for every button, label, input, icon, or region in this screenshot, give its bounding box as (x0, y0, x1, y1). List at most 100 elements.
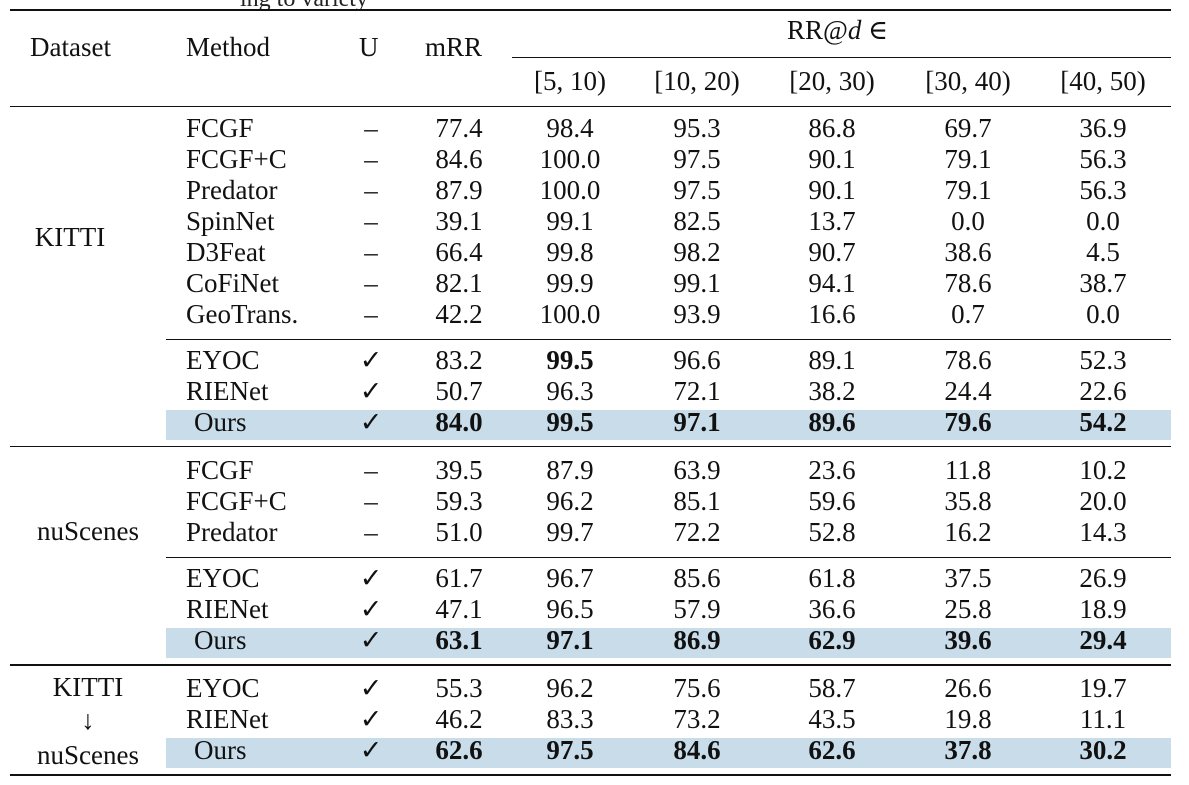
dataset-arrow: ↓ (81, 705, 95, 735)
highlight-row (166, 410, 1171, 440)
mrr-cell: 51.0 (435, 517, 483, 547)
rr-cell: 26.6 (944, 673, 992, 703)
rr-cell: 16.2 (944, 517, 992, 547)
header-range: [5, 10) (534, 66, 606, 96)
rr-cell: 30.2 (1079, 735, 1127, 765)
rr-cell: 58.7 (808, 673, 856, 703)
rr-cell: 90.1 (808, 175, 856, 205)
rr-cell: 98.2 (673, 237, 721, 267)
method-cell: Predator (186, 517, 278, 547)
rr-cell: 0.7 (951, 299, 985, 329)
method-cell: RIENet (186, 704, 269, 734)
rr-cell: 4.5 (1086, 237, 1120, 267)
u-cell: – (364, 299, 378, 329)
rr-cell: 97.5 (673, 175, 721, 205)
u-cell: – (364, 486, 378, 516)
mrr-cell: 39.5 (435, 455, 483, 485)
rr-cell: 100.0 (539, 144, 601, 174)
rr-cell: 20.0 (1079, 486, 1127, 516)
rr-cell: 89.1 (808, 345, 856, 375)
rr-cell: 36.9 (1079, 113, 1127, 143)
rr-cell: 62.9 (808, 625, 856, 655)
rr-cell: 16.6 (808, 299, 856, 329)
bottom-rule (10, 774, 1171, 776)
rr-cell: 97.5 (673, 144, 721, 174)
mrr-cell: 84.0 (435, 407, 483, 437)
rr-cell: 90.1 (808, 144, 856, 174)
rr-cell: 99.1 (673, 268, 721, 298)
rr-cell: 86.9 (673, 625, 721, 655)
header-mrr: mRR (425, 32, 483, 62)
rr-cell: 61.8 (808, 563, 856, 593)
u-cell: ✓ (359, 673, 383, 703)
rr-cell: 96.7 (546, 563, 594, 593)
header-dataset: Dataset (30, 32, 111, 62)
rr-cell: 85.6 (673, 563, 721, 593)
rr-cell: 99.9 (546, 268, 594, 298)
rr-cell: 13.7 (808, 206, 856, 236)
rr-cell: 96.5 (546, 594, 594, 624)
rr-cell: 96.6 (673, 345, 721, 375)
rr-cell: 22.6 (1079, 376, 1127, 406)
rr-cell: 14.3 (1079, 517, 1127, 547)
rr-cell: 52.8 (808, 517, 856, 547)
mrr-cell: 59.3 (435, 486, 483, 516)
method-cell: EYOC (186, 345, 260, 375)
method-cell: GeoTrans. (186, 299, 299, 329)
rr-cell: 23.6 (808, 455, 856, 485)
highlight-row (166, 738, 1171, 768)
rr-suffix: ∈ (861, 15, 889, 45)
rr-cell: 38.7 (1079, 268, 1127, 298)
method-cell: CoFiNet (186, 268, 280, 298)
mrr-cell: 46.2 (435, 704, 483, 734)
rr-cell: 99.7 (546, 517, 594, 547)
cross-domain-rule (10, 664, 1171, 666)
rr-cell: 38.2 (808, 376, 856, 406)
dataset-label-cross-top: KITTI (52, 672, 124, 702)
header-u: U (359, 32, 379, 62)
rr-cell: 97.1 (673, 407, 721, 437)
mrr-cell: 47.1 (435, 594, 483, 624)
highlight-row (166, 628, 1171, 658)
rr-cell: 72.1 (673, 376, 721, 406)
rr-cell: 97.5 (546, 735, 594, 765)
method-cell: Ours (194, 735, 247, 765)
rr-cell: 57.9 (673, 594, 721, 624)
mrr-cell: 61.7 (435, 563, 483, 593)
header-range: [10, 20) (654, 66, 740, 96)
header-method: Method (186, 32, 270, 62)
method-cell: SpinNet (186, 206, 275, 236)
rr-cell: 39.6 (944, 625, 992, 655)
rr-prefix: RR@ (787, 15, 848, 45)
rr-cell: 0.0 (951, 206, 985, 236)
rr-cell: 99.1 (546, 206, 594, 236)
method-cell: D3Feat (186, 237, 266, 267)
rr-cell: 43.5 (808, 704, 856, 734)
rr-cell: 11.1 (1079, 704, 1127, 734)
method-cell: FCGF+C (186, 486, 287, 516)
mrr-cell: 55.3 (435, 673, 483, 703)
rr-cell: 11.8 (944, 455, 992, 485)
rr-cell: 79.1 (944, 144, 992, 174)
u-cell: ✓ (359, 345, 383, 375)
mrr-cell: 87.9 (435, 175, 483, 205)
rr-cell: 25.8 (944, 594, 992, 624)
mrr-cell: 77.4 (435, 113, 483, 143)
method-cell: FCGF (186, 455, 254, 485)
rr-cell: 93.9 (673, 299, 721, 329)
rr-cell: 89.6 (808, 407, 856, 437)
rr-cell: 79.1 (944, 175, 992, 205)
rr-cell: 96.3 (546, 376, 594, 406)
method-cell: FCGF (186, 113, 254, 143)
rr-cell: 99.8 (546, 237, 594, 267)
u-cell: ✓ (359, 407, 383, 437)
rr-cell: 96.2 (546, 486, 594, 516)
rr-cell: 79.6 (944, 407, 992, 437)
rr-cell: 85.1 (673, 486, 721, 516)
rr-cell: 56.3 (1079, 144, 1127, 174)
rr-cell: 100.0 (539, 175, 601, 205)
rr-cell: 37.8 (944, 735, 992, 765)
rr-cell: 0.0 (1086, 206, 1120, 236)
rr-cell: 24.4 (944, 376, 992, 406)
mrr-cell: 63.1 (435, 625, 483, 655)
